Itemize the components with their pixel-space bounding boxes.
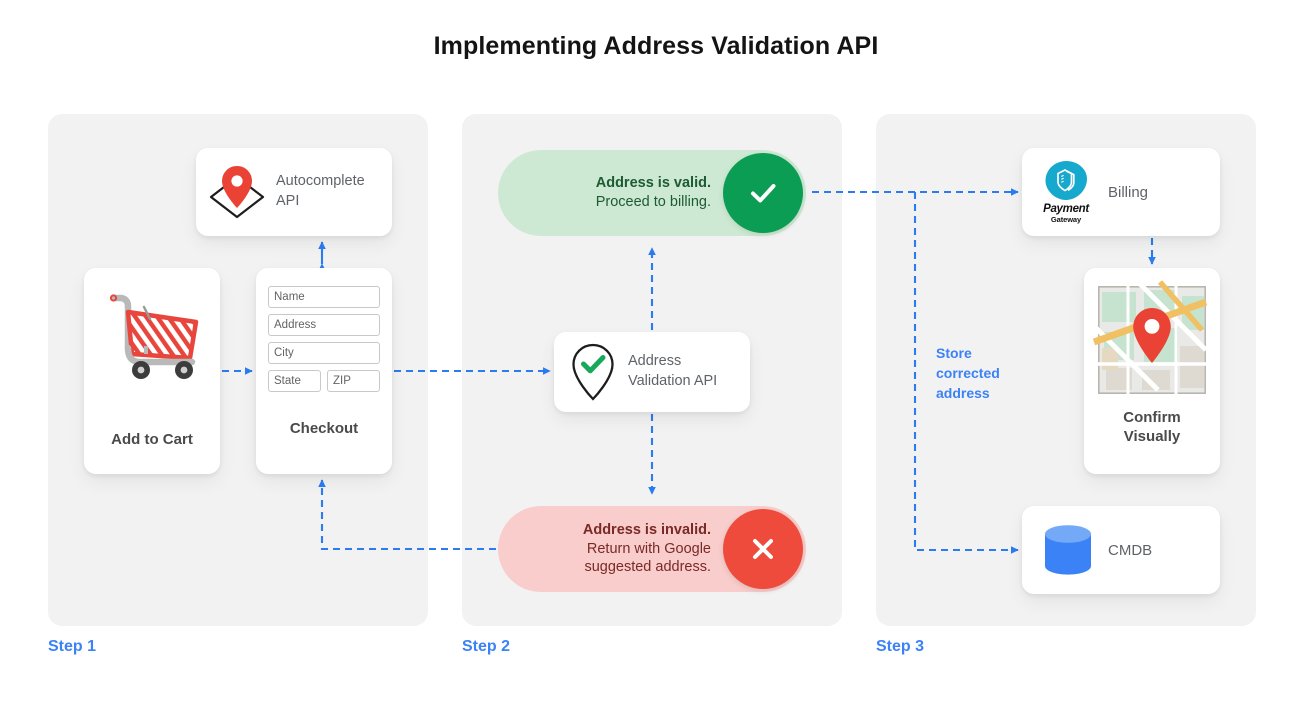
checkout-field-state[interactable]: State (268, 370, 321, 392)
status-badge-invalid (723, 509, 803, 589)
status-invalid-text: Address is invalid. Return with Google s… (583, 521, 723, 578)
shopping-cart-icon (100, 286, 204, 386)
map-thumbnail-icon (1092, 280, 1208, 395)
checkout-field-zip[interactable]: ZIP (327, 370, 380, 392)
status-banner-invalid: Address is invalid. Return with Google s… (498, 506, 806, 592)
checkout-field-row: State ZIP (268, 370, 380, 398)
card-confirm-label: Confirm Visually (1123, 409, 1181, 446)
card-billing[interactable]: Payment Gateway Billing (1022, 148, 1220, 236)
card-cmdb-label: CMDB (1108, 541, 1153, 559)
status-valid-headline: Address is valid. (595, 175, 711, 192)
map-pin-check-icon (568, 342, 618, 402)
status-valid-text: Address is valid. Proceed to billing. (596, 174, 723, 212)
checkout-field-city[interactable]: City (268, 342, 380, 364)
check-icon (751, 184, 776, 203)
checkout-field-address[interactable]: Address (268, 314, 380, 336)
payment-gateway-sub: Gateway (1050, 215, 1082, 224)
card-billing-label: Billing (1108, 183, 1149, 201)
status-invalid-detail-1: Return with Google (586, 540, 711, 557)
card-validation-label: Address Validation API (628, 353, 718, 389)
card-autocomplete-api[interactable]: Autocomplete API (196, 148, 392, 236)
store-corrected-address-note: Store corrected address (936, 345, 1000, 401)
status-banner-valid: Address is valid. Proceed to billing. (498, 150, 806, 236)
payment-gateway-word: Payment (1043, 203, 1089, 215)
step-label-2: Step 2 (462, 638, 511, 655)
page-title: Implementing Address Validation API (433, 32, 879, 60)
card-checkout-label: Checkout (289, 420, 359, 437)
card-add-to-cart-label: Add to Cart (111, 431, 193, 448)
card-address-validation-api[interactable]: Address Validation API (554, 332, 750, 412)
step-label-1: Step 1 (48, 638, 97, 655)
step-label-3: Step 3 (876, 638, 925, 655)
status-invalid-headline: Address is invalid. (582, 521, 711, 538)
status-badge-valid (723, 153, 803, 233)
map-pin-diamond-icon (206, 163, 268, 221)
card-checkout[interactable]: Name Address City State ZIP Checkout (256, 268, 392, 474)
payment-gateway-logo-icon: Payment Gateway (1034, 160, 1098, 224)
status-invalid-detail-2: suggested address. (584, 559, 711, 576)
card-confirm-visually[interactable]: Confirm Visually (1084, 268, 1220, 474)
card-cmdb[interactable]: CMDB (1022, 506, 1220, 594)
close-icon (753, 539, 773, 559)
card-autocomplete-label: Autocomplete API (276, 173, 365, 209)
checkout-field-name[interactable]: Name (268, 286, 380, 308)
card-add-to-cart[interactable]: Add to Cart (84, 268, 220, 474)
database-cylinder-icon (1042, 523, 1094, 577)
status-valid-detail: Proceed to billing. (595, 194, 711, 210)
